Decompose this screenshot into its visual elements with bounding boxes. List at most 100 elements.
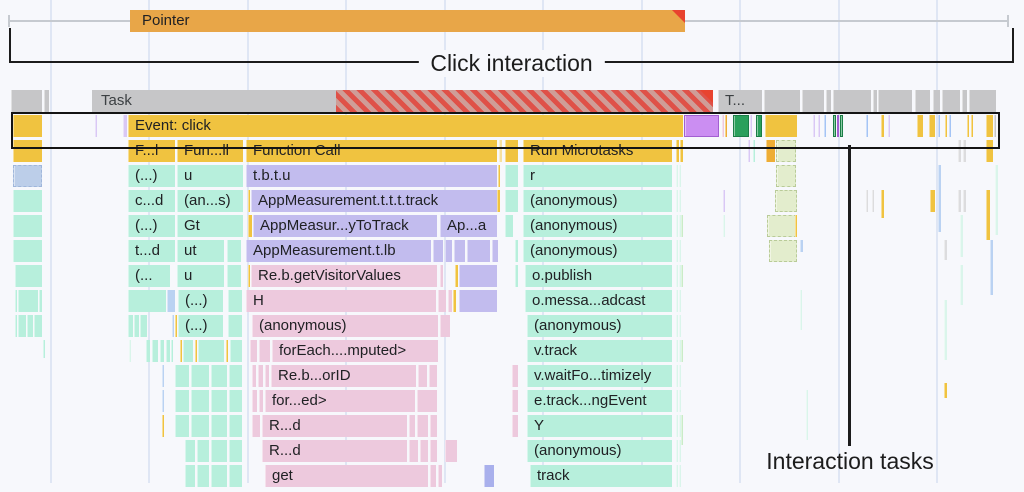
- flame-sliver-pink[interactable]: [512, 365, 518, 387]
- flame-bar-foreach-mputed[interactable]: forEach....mputed>: [272, 340, 438, 362]
- flame-sliver-teal_l[interactable]: [679, 190, 681, 212]
- flame-sliver-teal[interactable]: [13, 215, 42, 237]
- flame-sliver-teal_l[interactable]: [679, 340, 681, 362]
- flame-sliver-teal[interactable]: [175, 365, 189, 387]
- flame-sliver-pink[interactable]: [440, 265, 443, 287]
- flame-sliver-olive[interactable]: [776, 140, 796, 162]
- flame-sliver-orange2[interactable]: [725, 115, 727, 137]
- flame-sliver-olive[interactable]: [769, 240, 797, 262]
- flame-sliver-green[interactable]: [833, 115, 836, 137]
- flame-sliver-pink[interactable]: [409, 415, 415, 437]
- flame-sliver-yellow[interactable]: [967, 115, 969, 137]
- flame-sliver-teal[interactable]: [13, 240, 42, 262]
- flame-sliver-pink[interactable]: [417, 415, 428, 437]
- click-interaction-label[interactable]: Click interaction: [418, 50, 605, 77]
- flame-sliver-pink[interactable]: [259, 390, 263, 412]
- flame-sliver-yellow[interactable]: [765, 115, 797, 137]
- flame-sliver-teal[interactable]: [152, 340, 158, 362]
- flame-sliver-blue_l[interactable]: [172, 315, 174, 337]
- flame-sliver-pink[interactable]: [445, 440, 457, 462]
- flame-sliver-teal[interactable]: [128, 315, 133, 337]
- flame-sliver-yellow_l[interactable]: [499, 140, 502, 162]
- flame-sliver-teal[interactable]: [211, 465, 227, 487]
- flame-sliver-teal[interactable]: [753, 140, 755, 162]
- flame-sliver-pink[interactable]: [512, 390, 518, 412]
- flame-sliver-pink[interactable]: [438, 290, 446, 312]
- flame-sliver-purple[interactable]: [467, 240, 490, 262]
- flame-sliver-teal_l[interactable]: [679, 415, 681, 437]
- flame-sliver-teal_l[interactable]: [676, 340, 678, 362]
- flame-sliver-teal[interactable]: [171, 340, 173, 362]
- flame-sliver-yellow[interactable]: [881, 115, 884, 137]
- flame-bar-y[interactable]: Y: [527, 415, 672, 437]
- flame-sliver-teal_l[interactable]: [960, 265, 963, 305]
- flame-sliver-yellow[interactable]: [930, 190, 935, 212]
- flame-sliver-blue_l[interactable]: [162, 365, 164, 387]
- flame-sliver-teal[interactable]: [211, 440, 227, 462]
- flame-sliver-teal[interactable]: [228, 315, 242, 337]
- flame-sliver-teal[interactable]: [128, 290, 166, 312]
- flame-sliver-lavender[interactable]: [818, 115, 820, 137]
- flame-sliver-teal[interactable]: [27, 315, 33, 337]
- flame-sliver-lavender[interactable]: [123, 115, 127, 137]
- flame-sliver-gray[interactable]: [44, 90, 49, 112]
- flame-bar-function-call[interactable]: Function Call: [246, 140, 497, 162]
- flame-sliver-teal_l[interactable]: [676, 215, 678, 237]
- flame-sliver-teal_l[interactable]: [944, 300, 947, 360]
- flame-bar-r[interactable]: r: [523, 165, 672, 187]
- flame-sliver-teal[interactable]: [230, 340, 242, 362]
- flame-sliver-yellow[interactable]: [248, 215, 252, 237]
- flame-bar-ap-a[interactable]: Ap...a: [440, 215, 497, 237]
- flame-sliver-teal[interactable]: [229, 390, 242, 412]
- flame-sliver-pink[interactable]: [252, 415, 260, 437]
- flame-sliver-teal[interactable]: [140, 315, 147, 337]
- flame-sliver-green_l[interactable]: [681, 340, 683, 362]
- flame-sliver-green[interactable]: [840, 115, 843, 137]
- flame-sliver-teal[interactable]: [15, 265, 42, 287]
- flame-sliver-pink[interactable]: [265, 365, 269, 387]
- flame-sliver-gray_l[interactable]: [958, 140, 961, 162]
- flame-sliver-pink[interactable]: [417, 390, 437, 412]
- flame-bar-re-b-orid[interactable]: Re.b...orID: [271, 365, 416, 387]
- flame-sliver-teal[interactable]: [15, 315, 17, 337]
- flame-bar-ut[interactable]: ut: [177, 240, 224, 262]
- flame-sliver-yellow[interactable]: [226, 340, 228, 362]
- flame-sliver-teal_l[interactable]: [676, 415, 678, 437]
- flame-sliver-teal_l[interactable]: [679, 265, 681, 287]
- flame-sliver-yellow[interactable]: [944, 383, 947, 398]
- flame-sliver-teal[interactable]: [134, 315, 139, 337]
- flame-bar-anonymous[interactable]: (anonymous): [527, 315, 672, 337]
- flame-sliver-blue[interactable]: [866, 115, 868, 137]
- flame-bar-u[interactable]: u: [177, 165, 243, 187]
- flame-bar-anonymous[interactable]: (anonymous): [523, 215, 672, 237]
- flame-sliver-pink[interactable]: [430, 415, 437, 437]
- flame-bar-anonymous[interactable]: (anonymous): [252, 315, 438, 337]
- flame-sliver-olive[interactable]: [776, 165, 796, 187]
- flame-sliver-pink[interactable]: [722, 115, 724, 137]
- flame-sliver-teal[interactable]: [227, 240, 241, 262]
- flame-sliver-yellow[interactable]: [917, 115, 923, 137]
- flame-sliver-teal[interactable]: [183, 340, 193, 362]
- flame-sliver-yellow[interactable]: [180, 340, 182, 362]
- flame-sliver-purple[interactable]: [433, 240, 443, 262]
- flame-sliver-green[interactable]: [733, 115, 749, 137]
- flame-sliver-teal[interactable]: [229, 465, 242, 487]
- flame-sliver-pink[interactable]: [409, 440, 418, 462]
- flame-sliver-blue_l[interactable]: [162, 390, 164, 412]
- flame-sliver-teal_l[interactable]: [679, 165, 681, 187]
- flame-sliver-pink[interactable]: [512, 415, 518, 437]
- flame-sliver-teal[interactable]: [175, 415, 189, 437]
- flame-sliver-gray[interactable]: [873, 90, 877, 112]
- flame-bar-o-publish[interactable]: o.publish: [525, 265, 672, 287]
- flame-sliver-gray_l[interactable]: [944, 240, 947, 260]
- flame-sliver-pink[interactable]: [440, 315, 450, 337]
- flame-bar-fun-ll[interactable]: Fun...ll: [177, 140, 243, 162]
- flame-sliver-gray[interactable]: [915, 90, 930, 112]
- flame-sliver-gray_l[interactable]: [963, 190, 966, 212]
- flame-sliver-teal_l[interactable]: [679, 440, 681, 462]
- flame-bar-t-d[interactable]: t...d: [128, 240, 175, 262]
- flame-sliver-gray[interactable]: [802, 90, 824, 112]
- flame-sliver-teal_l[interactable]: [676, 390, 678, 412]
- flame-sliver-gray[interactable]: [11, 90, 42, 112]
- flame-sliver-pink[interactable]: [438, 465, 442, 487]
